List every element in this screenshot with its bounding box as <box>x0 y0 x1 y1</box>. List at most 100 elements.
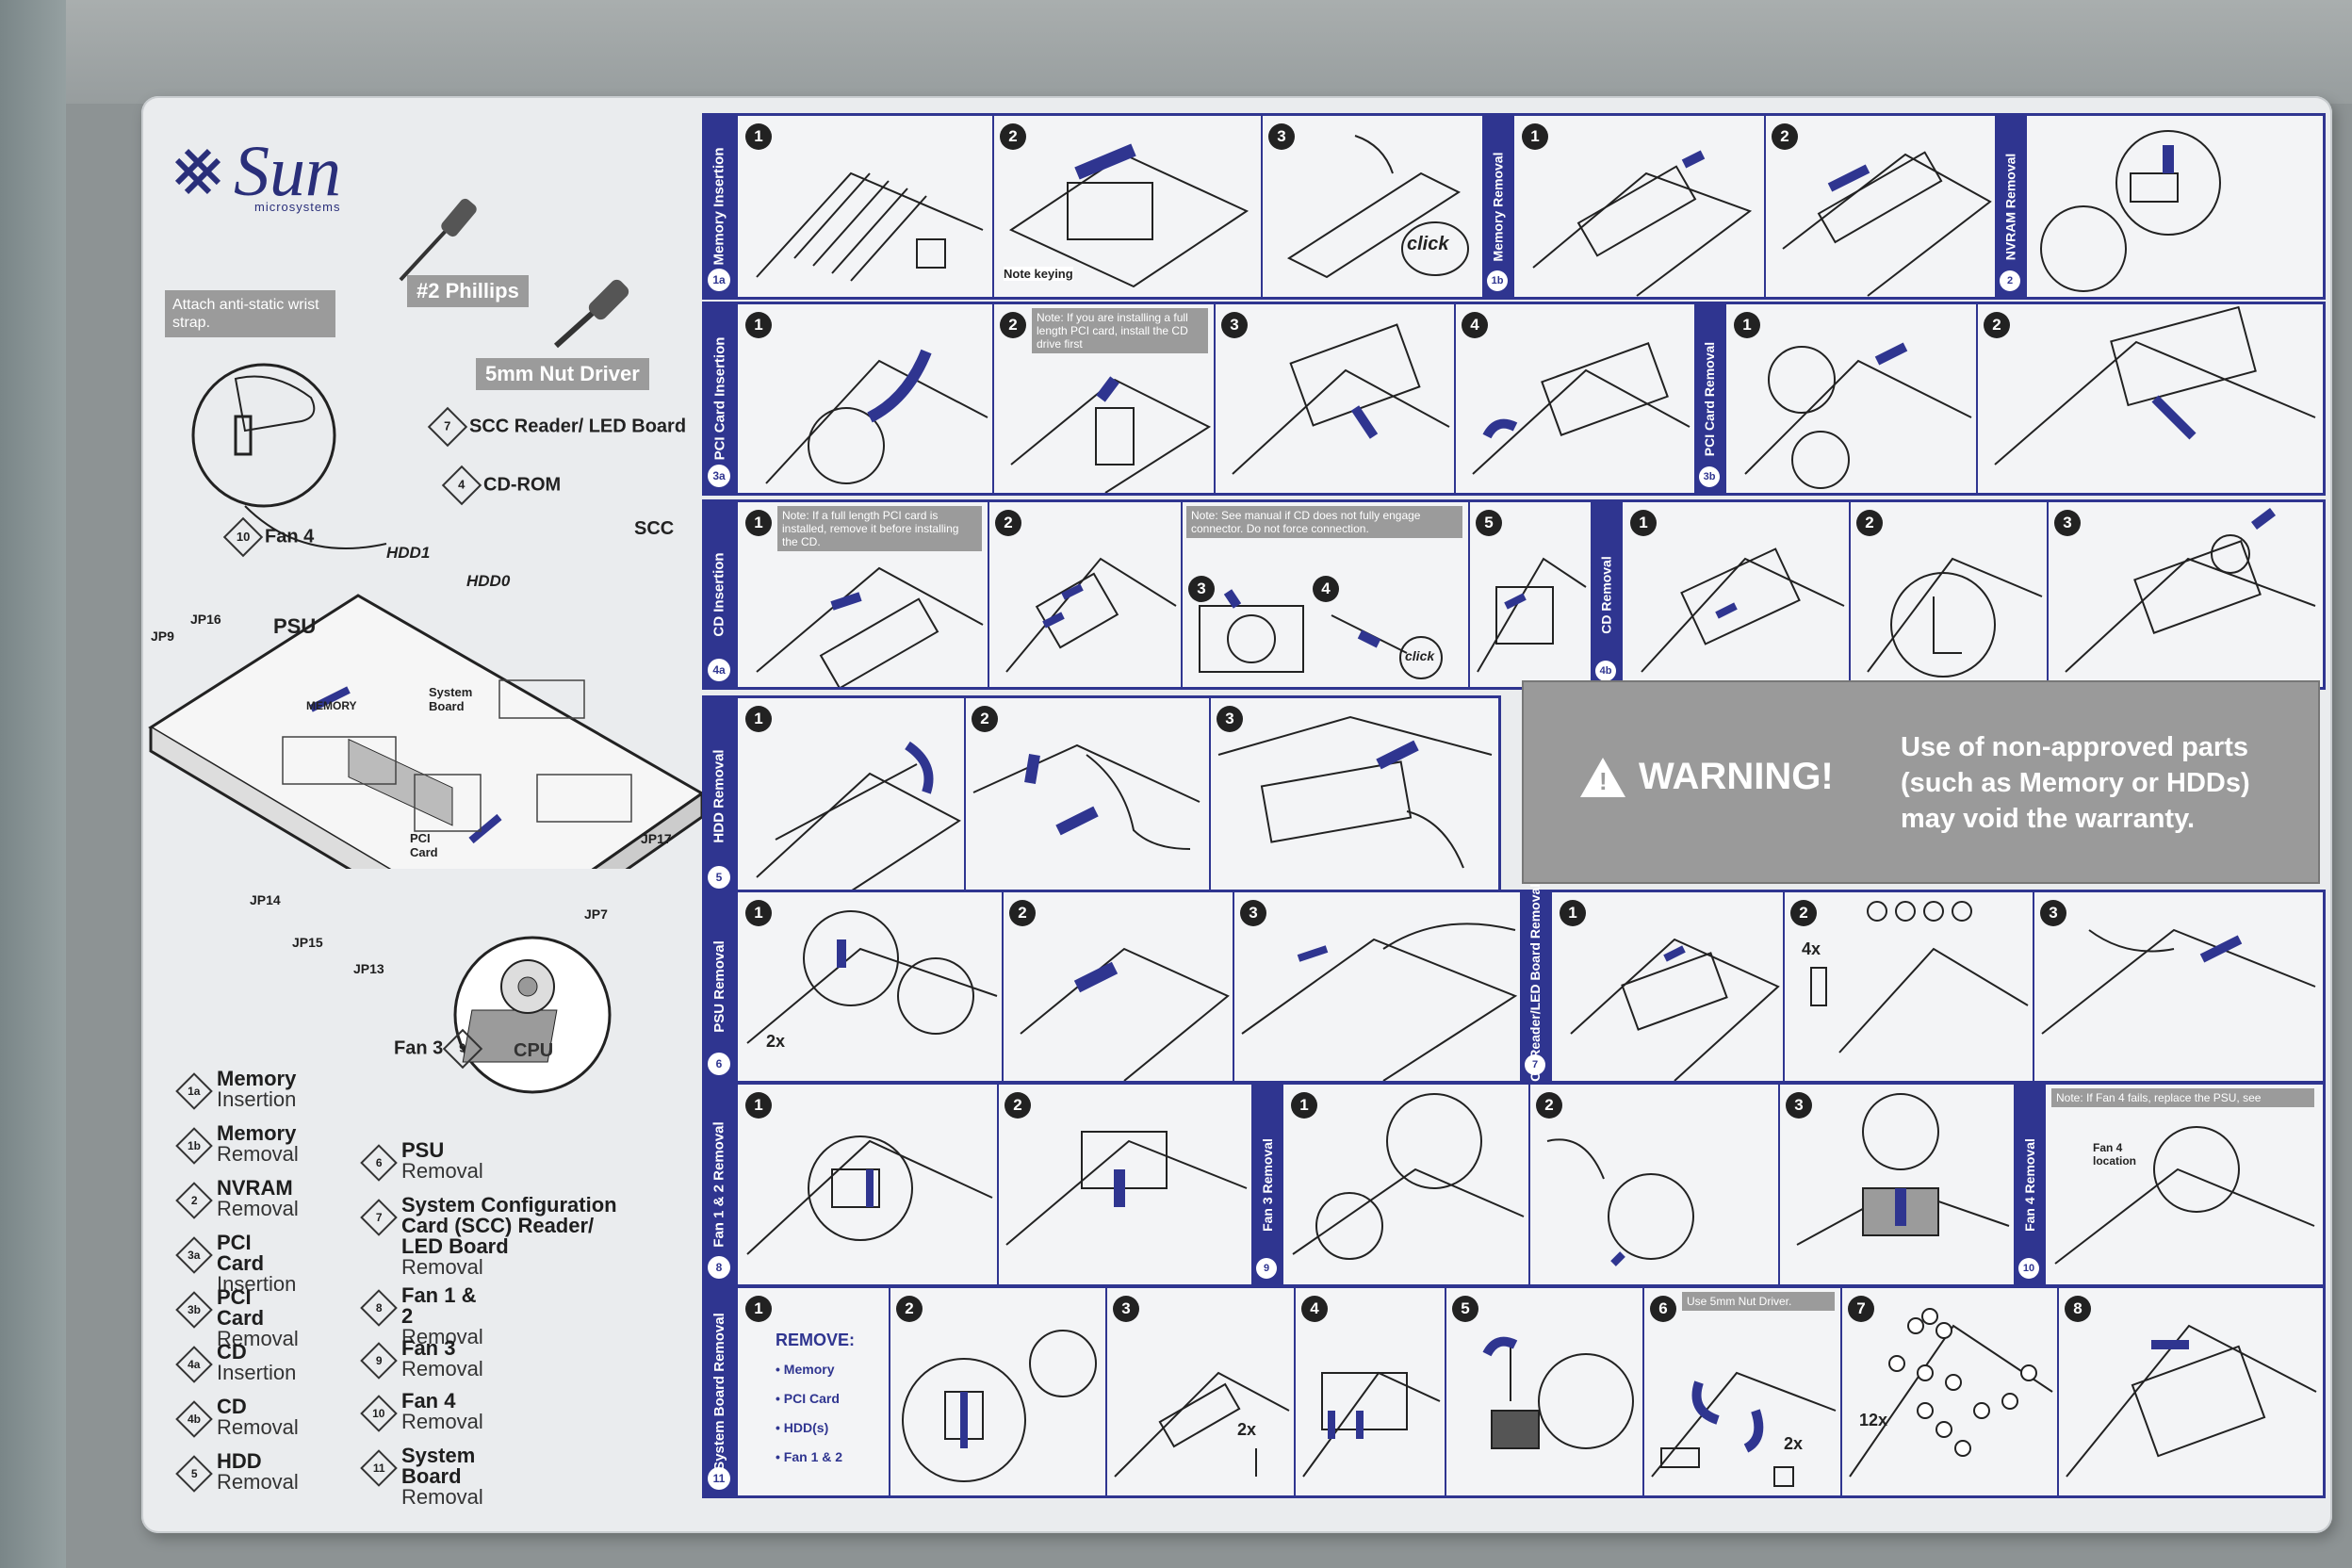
sun-logo: Sun <box>170 132 341 211</box>
step-number: 1 <box>745 510 772 536</box>
step-cell: 2 <box>988 502 1183 687</box>
cpu-label: CPU <box>514 1040 554 1061</box>
step-number: 2 <box>995 510 1021 536</box>
step-cell: 5 <box>1468 502 1592 687</box>
hdd-latch-illustration <box>972 743 1200 850</box>
cd-unlatch-illustration <box>1641 547 1845 673</box>
fan3-unclip-illustration <box>1546 1138 1694 1266</box>
wrist-strap-illustration <box>191 363 387 549</box>
fan3-callout: Fan 3 9 <box>394 1028 484 1070</box>
step-number: 1 <box>745 1296 772 1322</box>
step-cell: 4 <box>1294 1288 1446 1495</box>
step-number: 1 <box>1734 312 1760 338</box>
cd-insert-illustration <box>1199 589 1443 679</box>
psu-lift-illustration <box>1241 923 1518 1081</box>
step-cell: 2 <box>1002 892 1234 1081</box>
step-number: 1 <box>1560 900 1586 926</box>
step-cell: 3 <box>1209 698 1495 894</box>
warning-title: !WARNING! <box>1580 756 1834 798</box>
step-cell: 1 <box>738 304 994 493</box>
step-cell: 2 4x <box>1783 892 2034 1081</box>
jumper-label: JP15 <box>292 935 323 950</box>
step-cell: 1 <box>1623 502 1851 687</box>
pci-bracket-illustration <box>765 349 988 484</box>
step-cell: 4 <box>1454 304 1696 493</box>
step-cell: 3 2x <box>1105 1288 1296 1495</box>
step-cell: 3 <box>2047 502 2320 687</box>
step-cell: 1 REMOVE: • Memory • PCI Card • HDD(s) •… <box>738 1288 890 1495</box>
scc-lift-illustration <box>2041 928 2316 1035</box>
jumper-label: JP16 <box>190 612 221 627</box>
qty-label: 4x <box>1802 939 1821 958</box>
step-number: 3 <box>1113 1296 1139 1322</box>
step-number: 2 <box>896 1296 923 1322</box>
dimm-insert-illustration <box>1008 143 1250 288</box>
phillips-label: #2 Phillips <box>407 275 529 307</box>
brand-name: Sun <box>234 132 341 211</box>
nut-driver-note: Use 5mm Nut Driver. <box>1682 1292 1835 1311</box>
step-cell: 1 <box>1283 1085 1530 1284</box>
step-number: 2 <box>1772 123 1798 150</box>
jumper-label: JP9 <box>151 629 174 644</box>
step-number: 1 <box>1291 1092 1317 1119</box>
step-number: 2 <box>1000 312 1026 338</box>
step-cell: 1 <box>1726 304 1978 493</box>
step-number: 3 <box>1240 900 1266 926</box>
step-number: 3 <box>2040 900 2066 926</box>
remove-list: REMOVE: • Memory • PCI Card • HDD(s) • F… <box>776 1331 856 1464</box>
dimm-seat-illustration <box>1286 135 1469 279</box>
fan12-connector-illustration <box>746 1135 993 1255</box>
cpu-fan-detail-icon <box>453 936 612 1094</box>
step-number: 3 <box>1221 312 1248 338</box>
pci-unscrew-illustration <box>1744 342 1972 489</box>
memory-label: MEMORY <box>306 699 357 712</box>
nvram-removal-illustration <box>2040 130 2221 292</box>
step-cell: 1 Note: If a full length PCI card is ins… <box>738 502 989 687</box>
step-cell: 2 <box>1764 116 1997 297</box>
warning-icon: ! <box>1580 757 1625 797</box>
phillips-screwdriver-icon <box>399 198 477 282</box>
step-number: 3 <box>1786 1092 1812 1119</box>
sun-logo-icon <box>174 148 221 195</box>
step-number: 7 <box>1848 1296 1874 1322</box>
memory-slots-illustration <box>756 172 984 282</box>
step-number: 1 <box>745 900 772 926</box>
step-cell: 3 <box>1214 304 1456 493</box>
service-label: Sun microsystems #2 Phillips 5mm Nut Dri… <box>141 96 2332 1533</box>
hdd-bezel-illustration <box>756 741 961 894</box>
step-number: 1 <box>745 706 772 732</box>
step-cell: 3 <box>1233 892 1522 1081</box>
step-number: 4 <box>1313 576 1339 602</box>
step-cell: 2 Note keying <box>992 116 1263 297</box>
pci-note: Note: If you are installing a full lengt… <box>1032 308 1208 353</box>
jumper-label: JP17 <box>641 831 672 846</box>
step-cell: 2 <box>997 1085 1253 1284</box>
psu-label: PSU <box>273 614 317 638</box>
click-label: click <box>1407 234 1449 254</box>
warning-text: Use of non-approved parts (such as Memor… <box>1901 732 2250 834</box>
qty-label: 2x <box>1237 1420 1257 1439</box>
board-brackets-illustration <box>1302 1371 1441 1478</box>
cd-slide-out-illustration <box>2065 508 2316 673</box>
psu-slide-illustration <box>1020 947 1230 1081</box>
